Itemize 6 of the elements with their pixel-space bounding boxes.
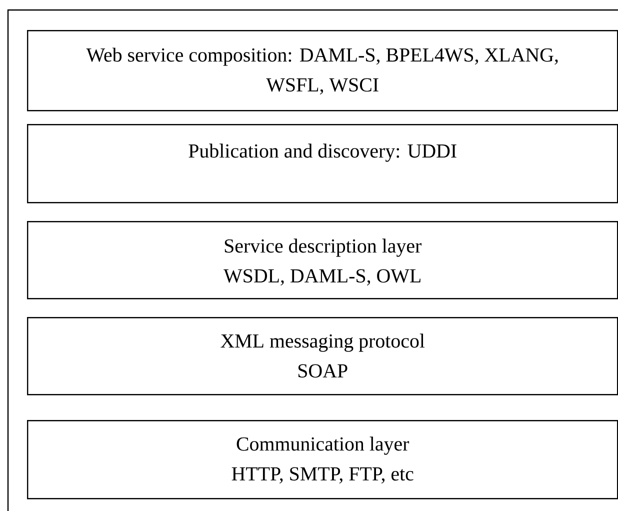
layer-box: Publication and discovery: UDDI bbox=[27, 124, 618, 204]
layer-box: Web service composition: DAML-S, BPEL4WS, XLANG, WSFL, WSCI bbox=[27, 30, 618, 112]
layer-box: Communication layer HTTP, SMTP, FTP, etc bbox=[27, 420, 618, 500]
outer-frame bbox=[7, 9, 618, 511]
layer-box: XML messaging protocol SOAP bbox=[27, 317, 618, 396]
layer-box: Service description layer WSDL, DAML-S, OWL bbox=[27, 221, 618, 300]
